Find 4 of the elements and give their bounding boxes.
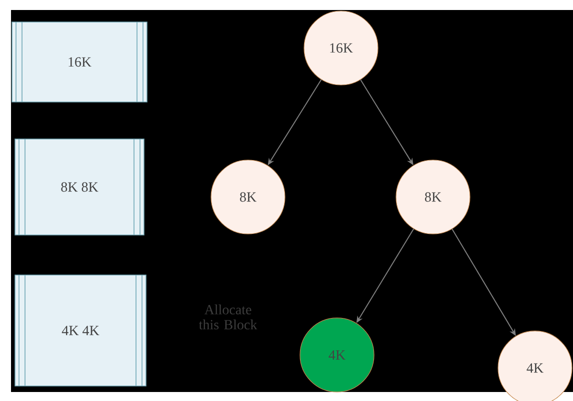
memory-block: 4K 4K	[14, 274, 146, 386]
memory-block: 8K 8K	[14, 138, 144, 236]
annotation-text: Allocate this Block	[198, 304, 258, 330]
memory-block: 16K	[12, 22, 148, 102]
